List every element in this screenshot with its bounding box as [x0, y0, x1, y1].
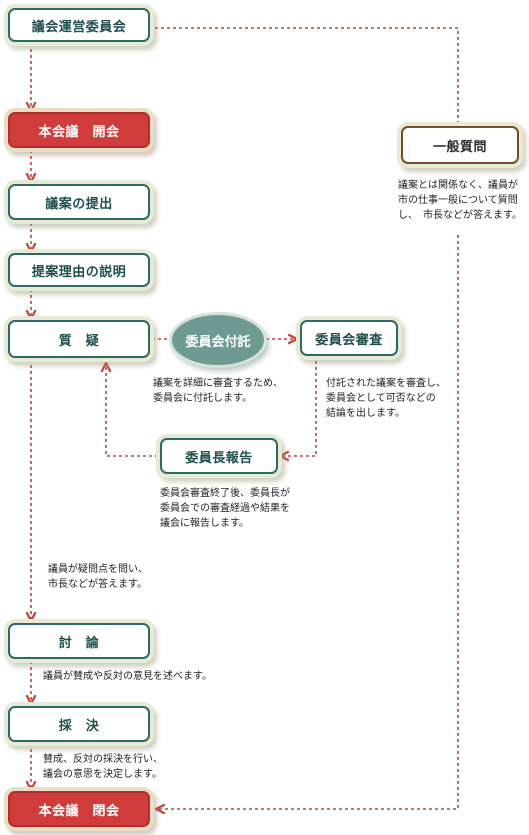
node-general-questions: 一般質問 — [401, 126, 519, 164]
arrow-report-to-questions — [106, 364, 158, 457]
node-questions: 質 疑 — [8, 320, 150, 358]
node-committee-review: 委員会審査 — [300, 320, 398, 356]
node-committee-management: 議会運営委員会 — [8, 8, 150, 42]
node-committee-referral: 委員会付託 — [172, 315, 264, 365]
note-general-questions: 議案とは関係なく、議員が 市の仕事一般について質問 し、 市長などが答えます。 — [398, 180, 522, 221]
note-report: 委員会審査終了後、委員長が 委員会での審査経過や結果を 議会に報告します。 — [160, 488, 290, 529]
note-questions: 議員が疑問点を問い、 市長などが答えます。 — [48, 564, 148, 590]
node-plenary-close: 本会議 閉会 — [8, 791, 150, 827]
arrow-general-to-close — [157, 235, 459, 809]
note-debate: 議員が賛成や反対の意見を述べます。 — [43, 671, 212, 682]
node-bill-submission: 議案の提出 — [8, 184, 150, 220]
node-vote: 採 決 — [8, 706, 150, 742]
note-review: 付託された議案を審査し、 委員会として可否などの 結論を出します。 — [326, 378, 446, 419]
node-plenary-open: 本会議 開会 — [8, 112, 150, 148]
node-debate: 討 論 — [8, 623, 150, 659]
node-reason-explanation: 提案理由の説明 — [8, 253, 150, 287]
note-vote: 賛成、反対の採決を行い、 議会の意思を決定します。 — [43, 754, 163, 780]
note-referral: 議案を詳細に審査するため、 委員会に付託します。 — [153, 378, 283, 404]
arrow-committee-to-general — [155, 27, 459, 122]
node-chair-report: 委員長報告 — [160, 438, 278, 474]
arrow-review-to-report — [281, 361, 317, 456]
